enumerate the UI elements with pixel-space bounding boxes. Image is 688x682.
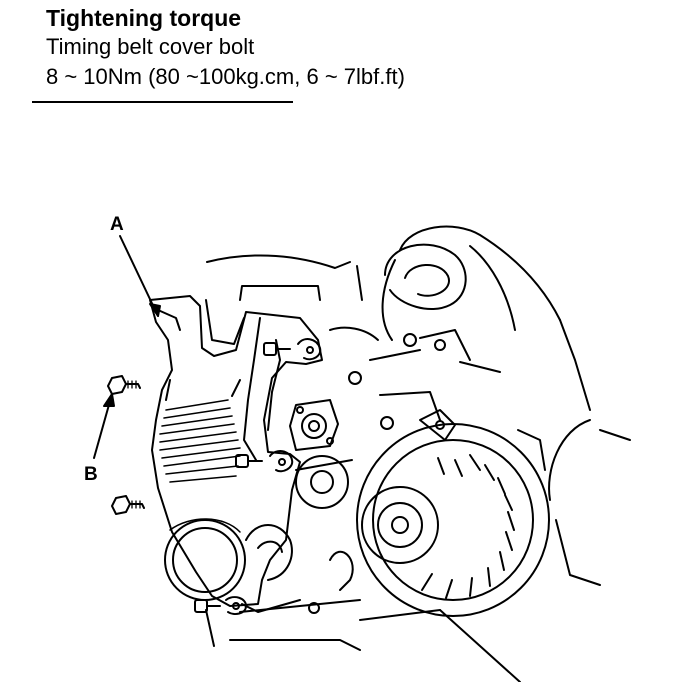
- cover-outline: [149, 295, 323, 607]
- spec-underline: [32, 101, 293, 103]
- cover-rib-edges: [165, 379, 241, 401]
- bolt-bottom: [194, 596, 247, 615]
- tensioner-pulley: [295, 455, 353, 509]
- callout-a-leader: [119, 235, 159, 317]
- camshaft-pulley: [384, 243, 467, 310]
- spec-value: 8 ~ 10Nm (80 ~100kg.cm, 6 ~ 7lbf.ft): [46, 64, 405, 89]
- water-pump-flange: [289, 399, 339, 451]
- engine-block-outline: [205, 225, 631, 651]
- cover-bottom-lip: [241, 599, 301, 613]
- loose-bolt-2: [111, 495, 145, 515]
- boss-1: [403, 333, 417, 347]
- belt-loop: [245, 524, 293, 581]
- callout-b: B: [84, 393, 115, 485]
- cover-ribbed-area: [159, 399, 241, 483]
- mounting-boss-group: [308, 333, 446, 614]
- cover-corner-detail: [157, 309, 181, 331]
- callout-a-arrowhead: [149, 303, 161, 317]
- callout-a: A: [110, 214, 161, 317]
- bolt-middle: [235, 450, 294, 473]
- cover-crank-opening: [164, 519, 246, 601]
- spec-title: Tightening torque: [46, 5, 242, 31]
- callout-a-label: A: [110, 214, 124, 235]
- torque-spec-block: Tightening torque Timing belt cover bolt…: [46, 4, 405, 92]
- alternator: [329, 409, 550, 682]
- cover-inner-rib: [243, 317, 261, 461]
- boss-5: [308, 602, 320, 614]
- boss-2: [434, 339, 446, 351]
- boss-4: [380, 416, 394, 430]
- alternator-vents: [421, 454, 515, 599]
- timing-belt-cover: [149, 295, 323, 613]
- cover-bolts-installed: [194, 338, 322, 615]
- loose-bolt-1: [107, 375, 141, 395]
- callout-b-label: B: [84, 464, 98, 485]
- boss-3: [348, 371, 362, 385]
- spec-item: Timing belt cover bolt: [46, 34, 255, 59]
- bolt-top: [263, 338, 322, 361]
- loose-bolts-b: [107, 375, 145, 515]
- cover-inner-flange: [205, 299, 245, 345]
- callout-b-arrowhead: [103, 393, 115, 407]
